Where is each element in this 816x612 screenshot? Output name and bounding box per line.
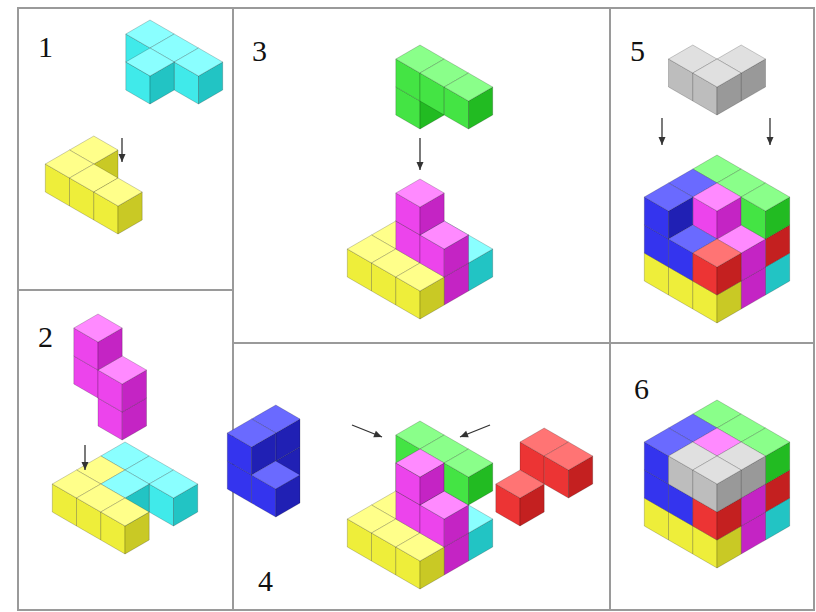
arrow-head [460, 431, 469, 437]
arrow-head [82, 462, 89, 470]
cube-face [741, 183, 790, 211]
arrow-head [119, 154, 126, 162]
arrow-head [373, 431, 382, 437]
cube-face [693, 59, 741, 87]
step-number: 5 [630, 36, 645, 66]
panel-frame [18, 8, 814, 610]
arrow-shaft [352, 425, 382, 437]
cube-face [444, 449, 493, 477]
arrow-head [659, 137, 666, 145]
step-number: 4 [258, 566, 273, 596]
cube-face [252, 461, 301, 489]
step-number: 3 [252, 36, 267, 66]
cube-face [693, 239, 741, 267]
step-number: 6 [634, 374, 649, 404]
cube-face [149, 470, 198, 498]
cube-face [444, 73, 493, 101]
cube-face [126, 48, 174, 76]
step-number: 1 [38, 32, 53, 62]
step-number: 2 [38, 322, 53, 352]
cube-face [693, 456, 741, 484]
cube-face [644, 183, 693, 211]
arrow-head [767, 137, 774, 145]
cube-pieces [45, 20, 789, 589]
cube-face [74, 314, 122, 342]
cube-face [227, 419, 275, 447]
cube-face [396, 179, 444, 207]
assembly-arrows [82, 118, 774, 470]
cube-face [94, 178, 142, 206]
cube-face [496, 470, 544, 498]
cube-face [396, 449, 444, 477]
cube-face [544, 442, 593, 470]
cube-face [693, 183, 741, 211]
cube-face [174, 48, 223, 76]
arrow-head [417, 162, 424, 170]
arrow-shaft [460, 425, 490, 437]
cube-face [101, 498, 149, 526]
